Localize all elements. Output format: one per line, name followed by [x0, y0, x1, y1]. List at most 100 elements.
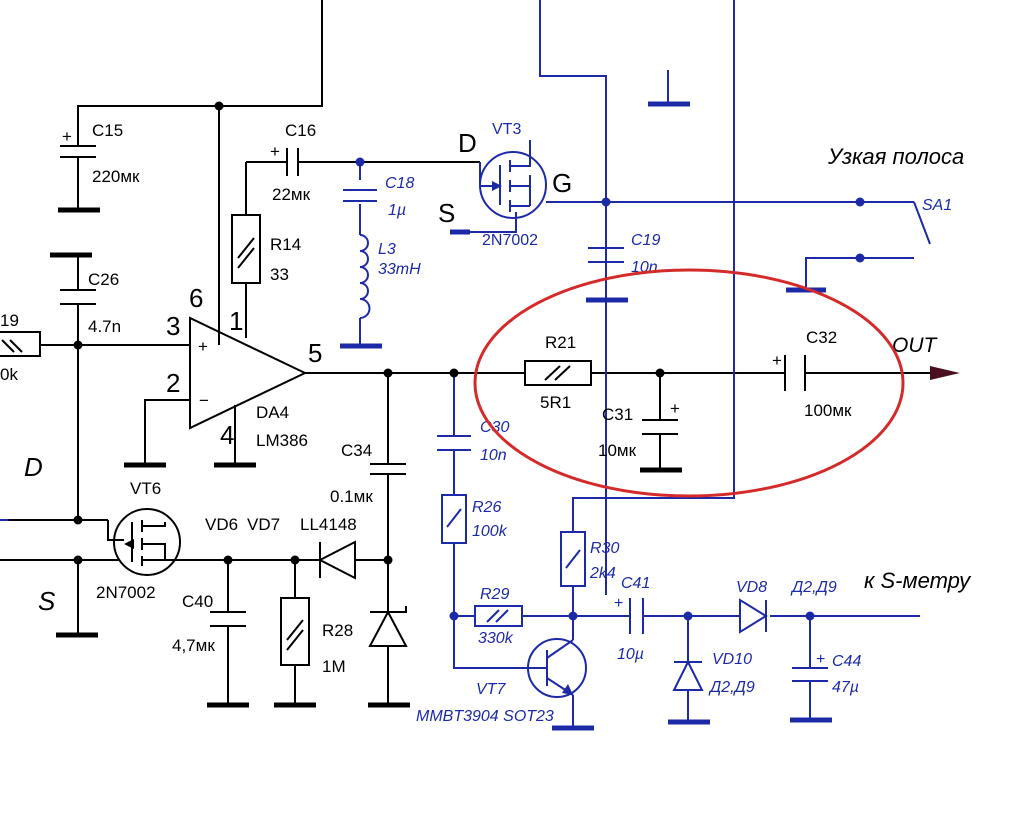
vt3-source-label: S — [438, 198, 455, 228]
value-c31: 10мк — [598, 441, 637, 460]
junction-dot — [383, 555, 393, 565]
value-r30: 2k4 — [589, 565, 616, 582]
polarity-plus: + — [270, 142, 280, 161]
type-vd6-vd7: LL4148 — [300, 515, 357, 534]
capacitor-c32: + C32 100мк — [772, 328, 852, 420]
junction-dot — [214, 101, 224, 111]
value-c15: 220мк — [92, 167, 140, 186]
value-c32: 100мк — [804, 401, 852, 420]
value-r19: 0k — [0, 365, 18, 384]
label-r28: R28 — [322, 621, 353, 640]
label-vd7: VD7 — [247, 515, 280, 534]
label-l3: L3 — [378, 241, 396, 258]
highlight-ellipse — [473, 268, 905, 498]
pin-2: 2 — [166, 368, 180, 398]
resistor-r30: R30 2k4 — [560, 531, 619, 587]
pin-1: 1 — [229, 306, 243, 336]
polarity-plus: + — [670, 399, 680, 418]
junction-dot — [855, 253, 865, 263]
label-vd8: VD8 — [736, 579, 767, 596]
polarity-plus: + — [614, 595, 623, 612]
junction-dot — [855, 197, 865, 207]
value-r14: 33 — [270, 265, 289, 284]
polarity-plus: + — [62, 127, 72, 146]
vt3-gate-label: G — [552, 168, 572, 198]
capacitor-c16: + C16 22мк — [270, 121, 325, 204]
resistor-r21: R21 5R1 — [524, 333, 592, 412]
mosfet-vt6: D S VT6 2N7002 — [24, 452, 181, 616]
diode-vd10: VD10 Д2,Д9 — [672, 651, 755, 696]
capacitor-c15: + C15 220мк — [60, 121, 140, 186]
value-c40: 4,7мк — [172, 636, 215, 655]
label-c40: C40 — [182, 592, 213, 611]
label-c26: C26 — [88, 270, 119, 289]
polarity-plus: + — [816, 651, 825, 668]
label-r26: R26 — [472, 499, 501, 516]
value-c18: 1µ — [388, 202, 406, 219]
junction-dot — [655, 368, 665, 378]
output-label: OUT — [892, 334, 939, 357]
junction-dot — [73, 555, 83, 565]
label-sa1: SA1 — [922, 197, 952, 214]
value-c16: 22мк — [272, 185, 311, 204]
opamp-plus: + — [198, 337, 208, 356]
label-vd6: VD6 — [205, 515, 238, 534]
junction-dot — [683, 611, 693, 621]
label-c18: C18 — [385, 175, 414, 192]
label-r19: 19 — [0, 311, 19, 330]
type-vt3: 2N7002 — [482, 232, 538, 249]
label-vt7: VT7 — [476, 681, 506, 698]
label-c15: C15 — [92, 121, 123, 140]
junction-dot — [73, 515, 83, 525]
mosfet-vt3: D G S VT3 2N7002 — [438, 121, 572, 249]
capacitor-c34: C34 0.1мк — [330, 441, 406, 506]
capacitor-c30: C30 10n — [437, 419, 509, 464]
output-terminal: OUT — [892, 334, 960, 380]
resistor-r14: R14 33 — [231, 214, 301, 284]
label-c32: C32 — [806, 328, 837, 347]
label-c16: C16 — [285, 121, 316, 140]
junction-dot — [805, 611, 815, 621]
value-c30: 10n — [480, 447, 507, 464]
junction-dot — [223, 555, 233, 565]
type-da4: LM386 — [256, 431, 308, 450]
type-vd8: Д2,Д9 — [790, 579, 837, 596]
label-c19: C19 — [631, 232, 660, 249]
label-r29: R29 — [480, 586, 509, 603]
value-c34: 0.1мк — [330, 487, 373, 506]
opamp-da4: + − 6 3 1 2 4 5 DA4 LM386 — [166, 283, 322, 450]
junction-dot — [601, 197, 611, 207]
label-c30: C30 — [480, 419, 509, 436]
label-c44: C44 — [832, 653, 861, 670]
diode-vd8: VD8 Д2,Д9 — [736, 579, 837, 634]
vt3-drain-label: D — [458, 128, 477, 158]
vt6-source-label: S — [38, 586, 56, 616]
junction-dot — [383, 368, 393, 378]
pin-3: 3 — [166, 311, 180, 341]
junction-dot — [568, 611, 578, 621]
label-da4: DA4 — [256, 403, 289, 422]
value-l3: 33mH — [378, 261, 421, 278]
label-r14: R14 — [270, 235, 301, 254]
capacitor-c18: C18 1µ — [343, 175, 414, 219]
resistor-r28: R28 1M — [280, 597, 353, 676]
black-wiring — [0, 0, 930, 708]
value-c26: 4.7n — [88, 317, 121, 336]
band-note: Узкая полоса — [827, 144, 964, 169]
resistor-r26: R26 100k — [441, 494, 508, 544]
label-r30: R30 — [590, 540, 619, 557]
switch-sa1: SA1 Узкая полоса — [827, 144, 964, 214]
capacitor-c41: + C41 10µ — [614, 575, 650, 663]
junction-dot — [449, 368, 459, 378]
pin-4: 4 — [220, 420, 234, 450]
type-vt7: MMBT3904 SOT23 — [416, 708, 554, 725]
capacitor-c40: C40 4,7мк — [172, 592, 246, 655]
capacitor-c19: C19 10n — [588, 232, 660, 276]
opamp-minus: − — [199, 391, 209, 410]
resistor-r29: R29 330k — [474, 586, 523, 647]
diode-vd6-vd7: VD6 VD7 LL4148 — [205, 515, 357, 580]
smeter-note: к S-метру — [864, 568, 972, 593]
label-c41: C41 — [621, 575, 650, 592]
label-c31: C31 — [602, 405, 633, 424]
pin-5: 5 — [308, 338, 322, 368]
